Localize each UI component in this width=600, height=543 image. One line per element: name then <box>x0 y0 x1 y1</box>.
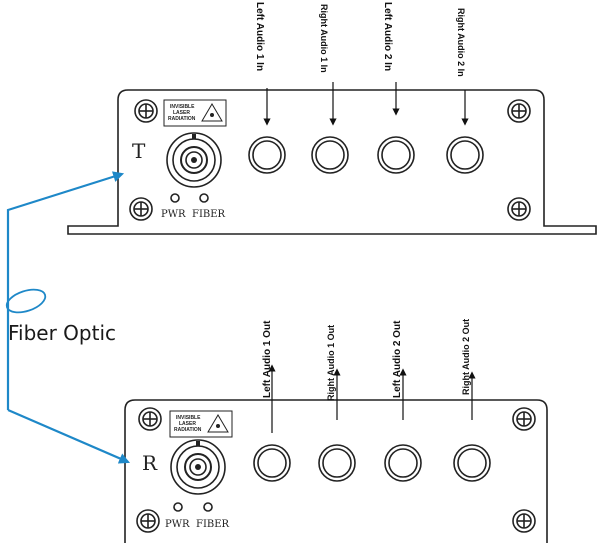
laser-warning-label: INVISIBLE LASER RADIATION <box>169 410 233 438</box>
receiver-unit: R INVISIBLE LASER RADIATION PWR FIBER <box>124 319 548 543</box>
screw-icon <box>507 99 531 123</box>
port-label: Right Audio 2 Out <box>461 319 471 395</box>
laser-warning-label: INVISIBLE LASER RADIATION <box>163 99 227 127</box>
audio-input-jack-2[interactable] <box>311 136 349 174</box>
pwr-label: PWR <box>165 519 190 530</box>
audio-output-jack-1[interactable] <box>253 444 291 482</box>
fiber-connector[interactable] <box>166 132 222 188</box>
screw-icon <box>507 197 531 221</box>
fiber-label: FIBER <box>196 519 230 530</box>
transmitter-unit-letter: T <box>132 139 146 163</box>
audio-output-jack-2[interactable] <box>318 444 356 482</box>
svg-text:RADIATION: RADIATION <box>174 427 202 433</box>
audio-input-jack-4[interactable] <box>446 136 484 174</box>
screw-icon <box>136 509 160 533</box>
port-label: Left Audio 2 Out <box>392 320 403 398</box>
audio-input-jack-3[interactable] <box>377 136 415 174</box>
svg-text:INVISIBLE: INVISIBLE <box>170 104 195 110</box>
port-label: Left Audio 1 Out <box>262 320 273 398</box>
port-label: Right Audio 1 In <box>319 4 329 73</box>
screw-icon <box>138 407 162 431</box>
svg-text:RADIATION: RADIATION <box>168 116 196 122</box>
port-label: Left Audio 1 In <box>254 2 265 71</box>
port-label: Right Audio 1 Out <box>326 325 336 401</box>
fiber-optic-link: Fiber Optic <box>5 171 131 464</box>
screw-icon <box>129 197 153 221</box>
fiber-led <box>203 502 213 512</box>
audio-output-jack-4[interactable] <box>453 444 491 482</box>
screw-icon <box>512 509 536 533</box>
receiver-housing <box>124 399 548 543</box>
fiber-connector[interactable] <box>170 439 226 495</box>
audio-input-jack-1[interactable] <box>248 136 286 174</box>
fiber-led <box>199 193 209 203</box>
pwr-led <box>173 502 183 512</box>
transmitter-housing <box>67 89 597 235</box>
fiber-optic-label: Fiber Optic <box>8 321 116 345</box>
svg-text:LASER: LASER <box>179 421 196 427</box>
laser-hazard-icon <box>207 414 229 433</box>
screw-icon <box>134 99 158 123</box>
audio-output-jack-3[interactable] <box>384 444 422 482</box>
pwr-label: PWR <box>161 209 186 220</box>
laser-hazard-icon <box>201 103 223 122</box>
svg-text:INVISIBLE: INVISIBLE <box>176 415 201 421</box>
fiber-cable-line <box>6 171 125 410</box>
fiber-loop-icon <box>5 288 47 314</box>
fiber-cable-line <box>7 408 131 464</box>
screw-icon <box>512 407 536 431</box>
transmitter-unit: T INVISIBLE LASER RADIATION PWR FIBER <box>67 2 597 235</box>
fiber-label: FIBER <box>192 209 226 220</box>
receiver-unit-letter: R <box>142 451 158 475</box>
svg-text:LASER: LASER <box>173 110 190 116</box>
port-label: Left Audio 2 In <box>382 2 393 71</box>
pwr-led <box>170 193 180 203</box>
port-label: Right Audio 2 In <box>456 8 466 77</box>
